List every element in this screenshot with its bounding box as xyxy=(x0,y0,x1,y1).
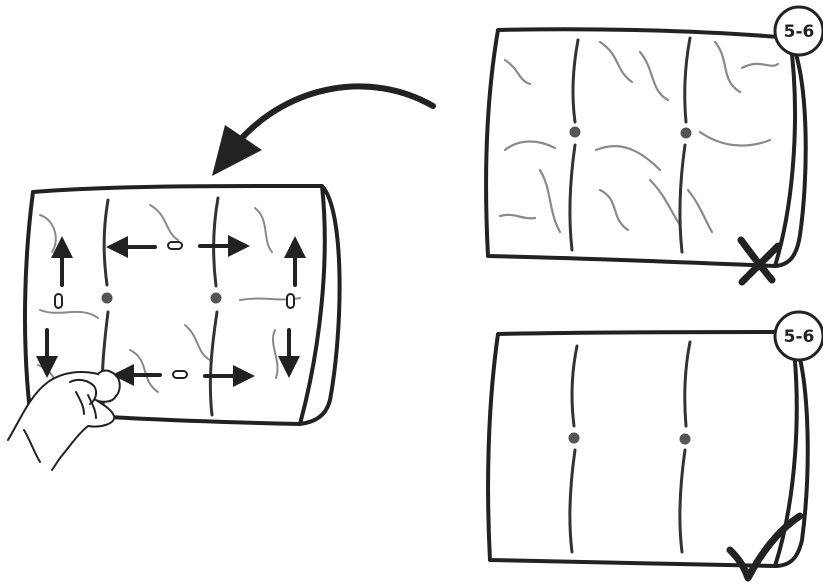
tuft-button xyxy=(211,293,222,304)
badge-top: 5-6 xyxy=(775,7,823,55)
tuft-button xyxy=(569,433,580,444)
tuft-button xyxy=(680,434,691,445)
tuft-button xyxy=(681,128,692,139)
tuft-button xyxy=(102,293,113,304)
badge-bottom: 5-6 xyxy=(775,312,823,360)
badge-top-label: 5-6 xyxy=(784,22,815,42)
curved-arrow-icon xyxy=(212,86,433,176)
badge-bottom-label: 5-6 xyxy=(784,327,815,347)
wrinkled-cushion xyxy=(486,29,806,266)
hand-icon xyxy=(8,371,120,470)
smooth-cushion xyxy=(488,332,808,566)
tuft-button xyxy=(570,127,581,138)
